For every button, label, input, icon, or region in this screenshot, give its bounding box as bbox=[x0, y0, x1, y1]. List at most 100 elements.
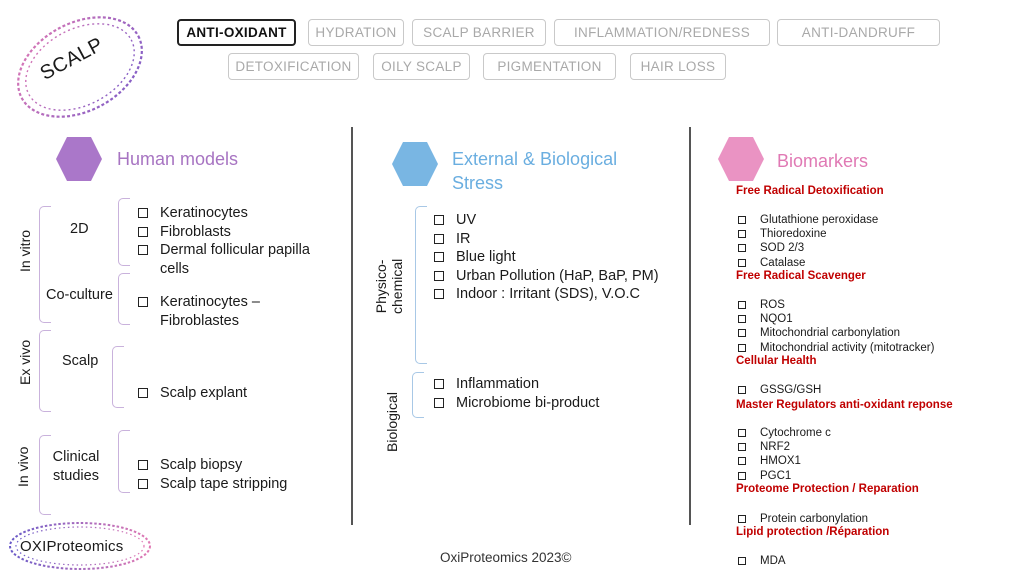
tab-anti-dandruff[interactable]: ANTI-DANDRUFF bbox=[777, 19, 940, 46]
checkbox-icon[interactable] bbox=[138, 297, 148, 307]
tab-scalp-barrier[interactable]: SCALP BARRIER bbox=[412, 19, 546, 46]
checkbox-icon[interactable] bbox=[138, 208, 148, 218]
physico-chemical-list: UV IR Blue light Urban Pollution (HaP, B… bbox=[432, 211, 659, 304]
list-item: IR bbox=[432, 230, 659, 249]
list-item: GSSG/GSH bbox=[736, 383, 821, 397]
checkbox-icon[interactable] bbox=[434, 397, 444, 408]
list-item: MDA bbox=[736, 554, 786, 568]
checkbox-icon[interactable] bbox=[738, 471, 746, 480]
oxiproteomics-logo-swirl-icon bbox=[9, 522, 151, 570]
tab-hydration[interactable]: HYDRATION bbox=[308, 19, 404, 46]
column-divider-right bbox=[689, 127, 691, 525]
physico-chemical-bracket bbox=[415, 206, 427, 364]
checkbox-icon[interactable] bbox=[434, 252, 444, 262]
biological-list: Inflammation Microbiome bi-product bbox=[432, 375, 599, 412]
biomarker-group-heading: Proteome Protection / Reparation bbox=[736, 483, 919, 495]
physico-chemical-label: Physico- chemical bbox=[373, 258, 405, 314]
list-item: Urban Pollution (HaP, BaP, PM) bbox=[432, 267, 659, 286]
biomarkers-hexagon-icon bbox=[718, 137, 764, 181]
checkbox-icon[interactable] bbox=[738, 515, 746, 523]
list-item: Fibroblasts bbox=[136, 223, 310, 242]
2d-bracket bbox=[118, 198, 130, 266]
in-vitro-label: In vitro bbox=[17, 229, 33, 272]
checkbox-icon[interactable] bbox=[738, 443, 746, 452]
checkbox-icon[interactable] bbox=[738, 457, 746, 466]
human-models-title: Human models bbox=[117, 149, 239, 169]
list-item: ROS bbox=[736, 298, 934, 312]
in-vivo-label: In vivo bbox=[15, 446, 31, 487]
checkbox-icon[interactable] bbox=[738, 429, 746, 437]
checkbox-icon[interactable] bbox=[138, 460, 148, 470]
tab-anti-oxidant[interactable]: ANTI-OXIDANT bbox=[177, 19, 296, 46]
ex-vivo-bracket bbox=[39, 330, 51, 412]
biomarker-group-list: Glutathione peroxidase Thioredoxine SOD … bbox=[736, 213, 878, 270]
checkbox-icon[interactable] bbox=[738, 329, 746, 338]
2d-label: 2D bbox=[70, 221, 89, 237]
clinical-list: Scalp biopsy Scalp tape stripping bbox=[136, 456, 287, 493]
checkbox-icon[interactable] bbox=[434, 289, 444, 299]
list-item-continuation: cells bbox=[160, 260, 190, 277]
list-item: Mitochondrial activity (mitotracker) bbox=[736, 341, 934, 355]
list-item: NRF2 bbox=[736, 440, 831, 454]
checkbox-icon[interactable] bbox=[738, 216, 746, 224]
list-item: Scalp biopsy bbox=[136, 456, 287, 475]
scalp-list: Scalp explant bbox=[136, 384, 247, 403]
checkbox-icon[interactable] bbox=[138, 478, 148, 489]
list-item: Cytochrome c bbox=[736, 426, 831, 440]
list-item: NQO1 bbox=[736, 312, 934, 326]
list-item: Inflammation bbox=[432, 375, 599, 394]
checkbox-icon[interactable] bbox=[434, 233, 444, 244]
checkbox-icon[interactable] bbox=[738, 315, 746, 324]
checkbox-icon[interactable] bbox=[434, 215, 444, 225]
coculture-list: Keratinocytes – Fibroblastes bbox=[136, 293, 260, 330]
list-item: Microbiome bi-product bbox=[432, 394, 599, 413]
oxiproteomics-logo bbox=[8, 518, 158, 573]
tab-pigmentation[interactable]: PIGMENTATION bbox=[483, 53, 616, 80]
list-item: Scalp explant bbox=[136, 384, 247, 403]
coculture-label: Co-culture bbox=[46, 287, 113, 303]
checkbox-icon[interactable] bbox=[738, 557, 746, 565]
checkbox-icon[interactable] bbox=[138, 226, 148, 237]
2d-list: Keratinocytes Fibroblasts Dermal follicu… bbox=[136, 204, 310, 278]
checkbox-icon[interactable] bbox=[434, 270, 444, 281]
checkbox-icon[interactable] bbox=[738, 386, 746, 394]
list-item: Glutathione peroxidase bbox=[736, 213, 878, 227]
list-item: HMOX1 bbox=[736, 454, 831, 468]
biomarker-group-list: ROS NQO1 Mitochondrial carbonylation Mit… bbox=[736, 298, 934, 355]
tab-inflammation-redness[interactable]: INFLAMMATION/REDNESS bbox=[554, 19, 770, 46]
human-models-hexagon-icon bbox=[56, 137, 102, 181]
oxiproteomics-logo-text: OXIProteomics bbox=[20, 538, 124, 555]
list-item-continuation: Fibroblastes bbox=[160, 312, 239, 329]
tab-detoxification[interactable]: DETOXIFICATION bbox=[228, 53, 359, 80]
clinical-studies-label: Clinical studies bbox=[52, 449, 100, 484]
scalp-bracket bbox=[112, 346, 124, 408]
checkbox-icon[interactable] bbox=[738, 258, 746, 267]
list-item: SOD 2/3 bbox=[736, 241, 878, 255]
biomarker-group-heading: Free Radical Detoxification bbox=[736, 185, 884, 197]
checkbox-icon[interactable] bbox=[738, 301, 746, 309]
list-item: Thioredoxine bbox=[736, 227, 878, 241]
checkbox-icon[interactable] bbox=[138, 245, 148, 255]
biomarker-group-heading: Master Regulators anti-oxidant reponse bbox=[736, 399, 953, 411]
list-item: Protein carbonylation bbox=[736, 512, 868, 526]
in-vivo-bracket bbox=[39, 435, 51, 515]
external-stress-title: External & Biological Stress bbox=[452, 149, 618, 193]
list-item: Scalp tape stripping bbox=[136, 475, 287, 494]
list-item: Indoor : Irritant (SDS), V.O.C bbox=[432, 285, 659, 304]
list-item: Blue light bbox=[432, 248, 659, 267]
column-divider-left bbox=[351, 127, 353, 525]
biological-label: Biological bbox=[384, 392, 400, 452]
checkbox-icon[interactable] bbox=[738, 343, 746, 352]
tab-hair-loss[interactable]: HAIR LOSS bbox=[630, 53, 726, 80]
checkbox-icon[interactable] bbox=[738, 230, 746, 239]
checkbox-icon[interactable] bbox=[434, 379, 444, 389]
list-item: PGC1 bbox=[736, 469, 831, 483]
scalp-logo bbox=[5, 5, 155, 130]
biomarker-group-heading: Cellular Health bbox=[736, 355, 817, 367]
checkbox-icon[interactable] bbox=[138, 388, 148, 398]
checkbox-icon[interactable] bbox=[738, 244, 746, 253]
list-item: Keratinocytes – bbox=[136, 293, 260, 312]
biomarker-group-list: Protein carbonylation bbox=[736, 512, 868, 526]
in-vitro-bracket bbox=[39, 206, 51, 323]
tab-oily-scalp[interactable]: OILY SCALP bbox=[373, 53, 470, 80]
